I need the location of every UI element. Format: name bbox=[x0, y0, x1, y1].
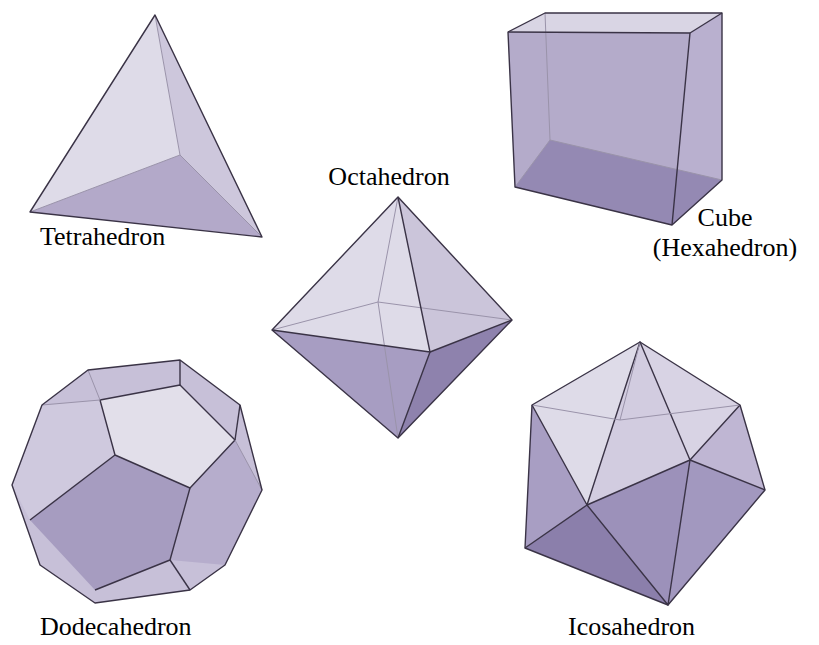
octa-edge bbox=[398, 197, 430, 438]
cube-figure bbox=[508, 13, 722, 225]
dodeca-edge bbox=[235, 405, 240, 440]
shape-label: Icosahedron bbox=[568, 612, 695, 642]
tetra-edge bbox=[180, 155, 262, 237]
octa-edge bbox=[272, 320, 512, 352]
octa-edge bbox=[378, 302, 398, 438]
dodeca-edge bbox=[42, 400, 100, 405]
dodeca-edge bbox=[100, 385, 235, 488]
icosahedron-figure bbox=[525, 342, 765, 605]
icosa-edge bbox=[532, 405, 620, 420]
dodeca-outline bbox=[12, 360, 262, 603]
cube-edge bbox=[508, 32, 690, 225]
shape-label: Dodecahedron bbox=[40, 612, 192, 642]
dodecahedron-figure bbox=[12, 360, 262, 603]
dodeca-edge bbox=[179, 360, 180, 385]
tetra-edge bbox=[155, 15, 180, 155]
icosa-outline bbox=[525, 342, 765, 605]
cube-edge bbox=[690, 13, 722, 33]
dodeca-face bbox=[170, 440, 262, 565]
icosa-edge bbox=[620, 342, 640, 420]
shape-label: Tetrahedron bbox=[40, 222, 165, 252]
cube-edge bbox=[515, 140, 550, 187]
dodeca-edge bbox=[170, 560, 190, 590]
icosa-edge bbox=[587, 460, 765, 505]
icosa-edge bbox=[525, 460, 690, 605]
icosa-edge bbox=[620, 405, 740, 420]
icosa-edge bbox=[532, 342, 740, 505]
cube-outline bbox=[508, 13, 722, 225]
shape-label: Octahedron bbox=[304, 162, 474, 192]
dodeca-face bbox=[12, 400, 115, 520]
octa-edge bbox=[378, 197, 398, 302]
cube-edge bbox=[550, 140, 722, 180]
tetra-outline bbox=[30, 15, 262, 237]
dodeca-edge bbox=[30, 455, 115, 520]
dodeca-edge bbox=[235, 440, 262, 490]
dodeca-face bbox=[12, 360, 262, 603]
octahedron-figure bbox=[272, 197, 512, 438]
octa-edge bbox=[378, 302, 512, 320]
octa-outline bbox=[272, 197, 512, 438]
tetra-edge bbox=[30, 155, 180, 212]
tetrahedron-figure bbox=[30, 15, 262, 237]
octa-edge bbox=[272, 302, 378, 330]
shape-label: Cube (Hexahedron) bbox=[638, 203, 812, 263]
dodeca-edge bbox=[88, 370, 100, 400]
dodeca-edge bbox=[95, 488, 190, 590]
